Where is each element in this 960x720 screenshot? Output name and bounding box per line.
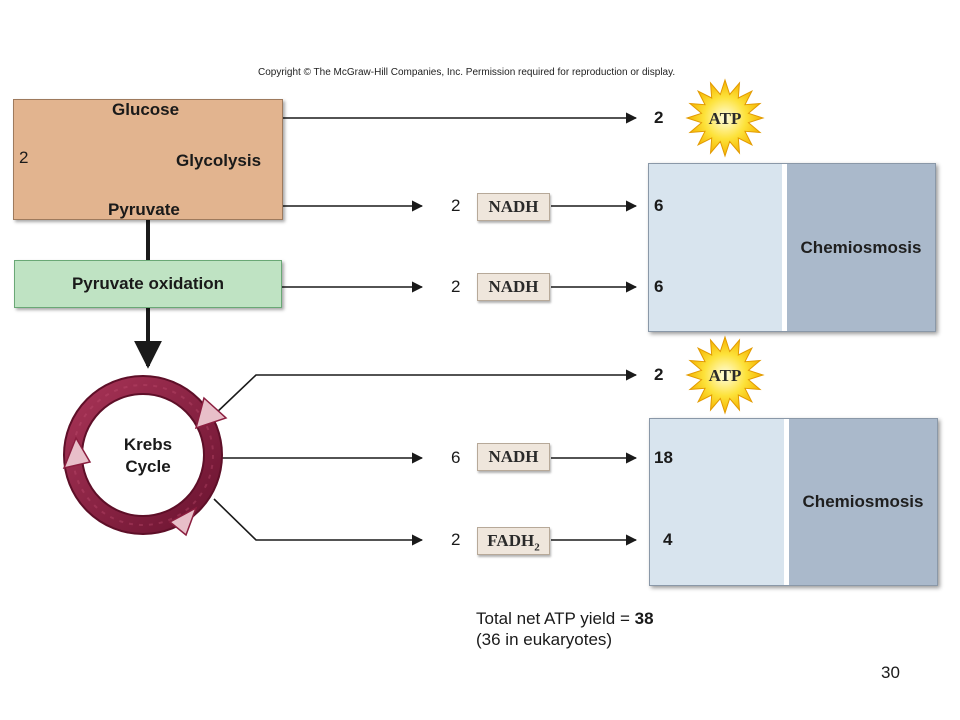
atp-output-count: 4: [663, 530, 673, 549]
chemiosmosis-box-2: Chemiosmosis: [649, 418, 938, 586]
chemiosmosis-panel: Chemiosmosis: [782, 164, 935, 331]
atp-output-star: ATP: [685, 335, 765, 415]
total-line: Total net ATP yield = 38: [476, 608, 654, 629]
copyright-notice: Copyright © The McGraw-Hill Companies, I…: [258, 67, 676, 78]
glucose-label: Glucose: [112, 100, 180, 119]
carrier-count: 2: [451, 196, 461, 215]
krebs-cycle-ring: [62, 375, 228, 537]
krebs-cycle-label: Krebs Cycle: [100, 434, 196, 478]
atp-output-count: 2: [654, 108, 664, 127]
atp-output-count: 18: [654, 448, 673, 467]
atp-output-count: 6: [654, 196, 664, 215]
atp-label: ATP: [709, 109, 742, 128]
nadh-carrier: NADH: [477, 443, 550, 471]
total-atp-yield: Total net ATP yield = 38 (36 in eukaryot…: [476, 608, 654, 650]
chemiosmosis-label: Chemiosmosis: [800, 237, 922, 257]
total-value: 38: [634, 609, 654, 628]
atp-output-count: 2: [654, 365, 664, 384]
atp-output-star: ATP: [685, 78, 765, 158]
nadh-carrier: NADH: [477, 273, 550, 301]
carrier-count: 2: [451, 530, 461, 549]
pyruvate-label: Pyruvate: [108, 200, 180, 219]
krebs-line2: Cycle: [125, 457, 171, 476]
glycolysis-label: Glycolysis: [176, 151, 262, 170]
carrier-count: 2: [451, 277, 461, 296]
fadh2-carrier: FADH2: [477, 527, 550, 555]
krebs-line1: Krebs: [123, 435, 173, 454]
arrow-krebs-fadh2: [213, 498, 424, 546]
total-prefix: Total net ATP yield =: [476, 609, 635, 628]
chemiosmosis-panel: Chemiosmosis: [784, 419, 937, 585]
atp-output-count: 6: [654, 277, 664, 296]
pyruvate-oxidation-label: Pyruvate oxidation: [71, 274, 225, 293]
arrow-krebs-atp: [213, 369, 638, 416]
fadh-subscript: 2: [534, 541, 540, 554]
page-number: 30: [881, 663, 900, 682]
glycolysis-box: [13, 99, 283, 220]
atp-investment-count: 2: [19, 148, 29, 167]
chemiosmosis-box-1: Chemiosmosis: [648, 163, 936, 332]
fadh-label: FADH: [487, 531, 535, 550]
pyruvate-oxidation-box: Pyruvate oxidation: [14, 260, 282, 308]
chemiosmosis-label: Chemiosmosis: [802, 492, 924, 511]
nadh-carrier: NADH: [477, 193, 550, 221]
eukaryote-note: (36 in eukaryotes): [476, 630, 613, 649]
atp-label: ATP: [709, 366, 742, 385]
carrier-count: 6: [451, 448, 461, 467]
